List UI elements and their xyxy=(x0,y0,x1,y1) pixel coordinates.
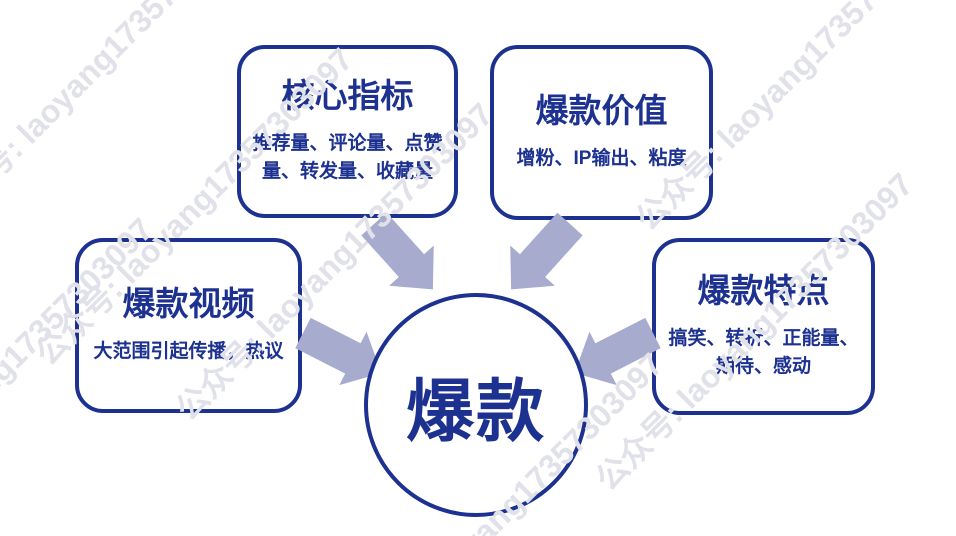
node-hit-value-body: 增粉、IP输出、粘度 xyxy=(516,147,687,169)
center-label: 爆款 xyxy=(405,373,546,450)
node-core-metrics: 核心指标 推荐量、评论量、点赞量、转发量、收藏量 xyxy=(237,45,458,218)
node-hit-traits-body: 搞笑、转折、正能量、期待、感动 xyxy=(668,328,859,377)
watermark-text: 公众号: laoyang17357303097 xyxy=(0,0,260,233)
node-hit-video-body: 大范围引起传播，热议 xyxy=(93,340,284,362)
node-hit-value-title: 爆款价值 xyxy=(535,91,668,129)
center-circle: 爆款 xyxy=(364,293,588,517)
node-hit-video-title: 爆款视频 xyxy=(122,284,255,322)
node-hit-value: 爆款价值 增粉、IP输出、粘度 xyxy=(490,45,713,220)
node-hit-traits-title: 爆款特点 xyxy=(697,271,830,309)
node-core-metrics-title: 核心指标 xyxy=(281,76,414,114)
node-hit-video: 爆款视频 大范围引起传播，热议 xyxy=(75,238,302,413)
arrow-core-to-center xyxy=(351,203,456,310)
node-core-metrics-body: 推荐量、评论量、点赞量、转发量、收藏量 xyxy=(252,133,443,182)
node-hit-traits: 爆款特点 搞笑、转折、正能量、期待、感动 xyxy=(652,238,875,415)
